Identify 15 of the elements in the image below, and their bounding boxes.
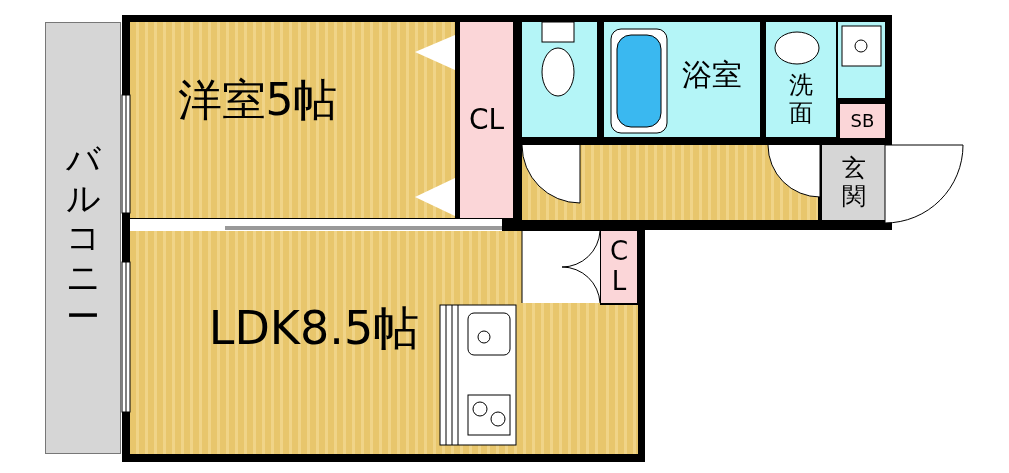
storage-floor bbox=[840, 104, 885, 138]
room-label: LDK8.5帖 bbox=[208, 304, 420, 351]
room-label: 浴室 bbox=[682, 59, 742, 90]
closet-floor bbox=[601, 231, 637, 303]
room-label: SB bbox=[850, 112, 875, 130]
entrance-floor bbox=[822, 145, 885, 220]
closet-floor bbox=[460, 22, 513, 218]
room-label: CL bbox=[468, 106, 505, 134]
room-label: CL bbox=[608, 237, 630, 297]
balcony-floor bbox=[45, 22, 121, 454]
room-label: バルコニー bbox=[66, 140, 100, 336]
room-floor bbox=[130, 22, 455, 218]
room-label: 玄関 bbox=[841, 154, 866, 211]
room-label: 洗面 bbox=[789, 71, 813, 128]
room-label: 洋室5帖 bbox=[177, 78, 338, 122]
